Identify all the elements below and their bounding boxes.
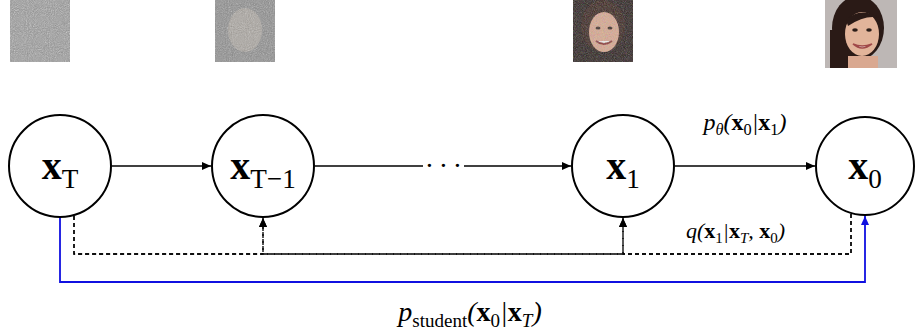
denoise-arrow bbox=[675, 165, 815, 167]
posterior-dashed-arrow bbox=[74, 216, 623, 254]
denoise-arrow bbox=[112, 165, 211, 167]
state-label: x1 bbox=[606, 146, 640, 186]
state-circle: xT−1 bbox=[211, 114, 315, 218]
posterior-dashed-arrow bbox=[623, 214, 851, 254]
posterior-label: q(x1|xT, x0) bbox=[683, 218, 788, 244]
state-circle: x1 bbox=[571, 114, 675, 218]
posterior-dashed-arrow bbox=[74, 216, 263, 254]
noisy-face-image bbox=[215, 0, 275, 62]
edge-label: pstudent(x0|xT) bbox=[395, 295, 544, 329]
edge-label: pθ(x0|x1) bbox=[701, 108, 790, 137]
noise-image bbox=[10, 0, 70, 62]
state-label: xT bbox=[42, 146, 79, 186]
edge-label: · · · bbox=[423, 149, 464, 183]
face-image bbox=[825, 0, 897, 68]
student-arrow bbox=[60, 216, 865, 282]
state-label: xT−1 bbox=[230, 146, 296, 186]
state-label: x0 bbox=[848, 146, 882, 186]
state-circle: x0 bbox=[815, 116, 915, 216]
posterior-dashed-arrow bbox=[263, 214, 851, 254]
state-circle: xT bbox=[8, 114, 112, 218]
noisy-face-image bbox=[573, 0, 633, 62]
